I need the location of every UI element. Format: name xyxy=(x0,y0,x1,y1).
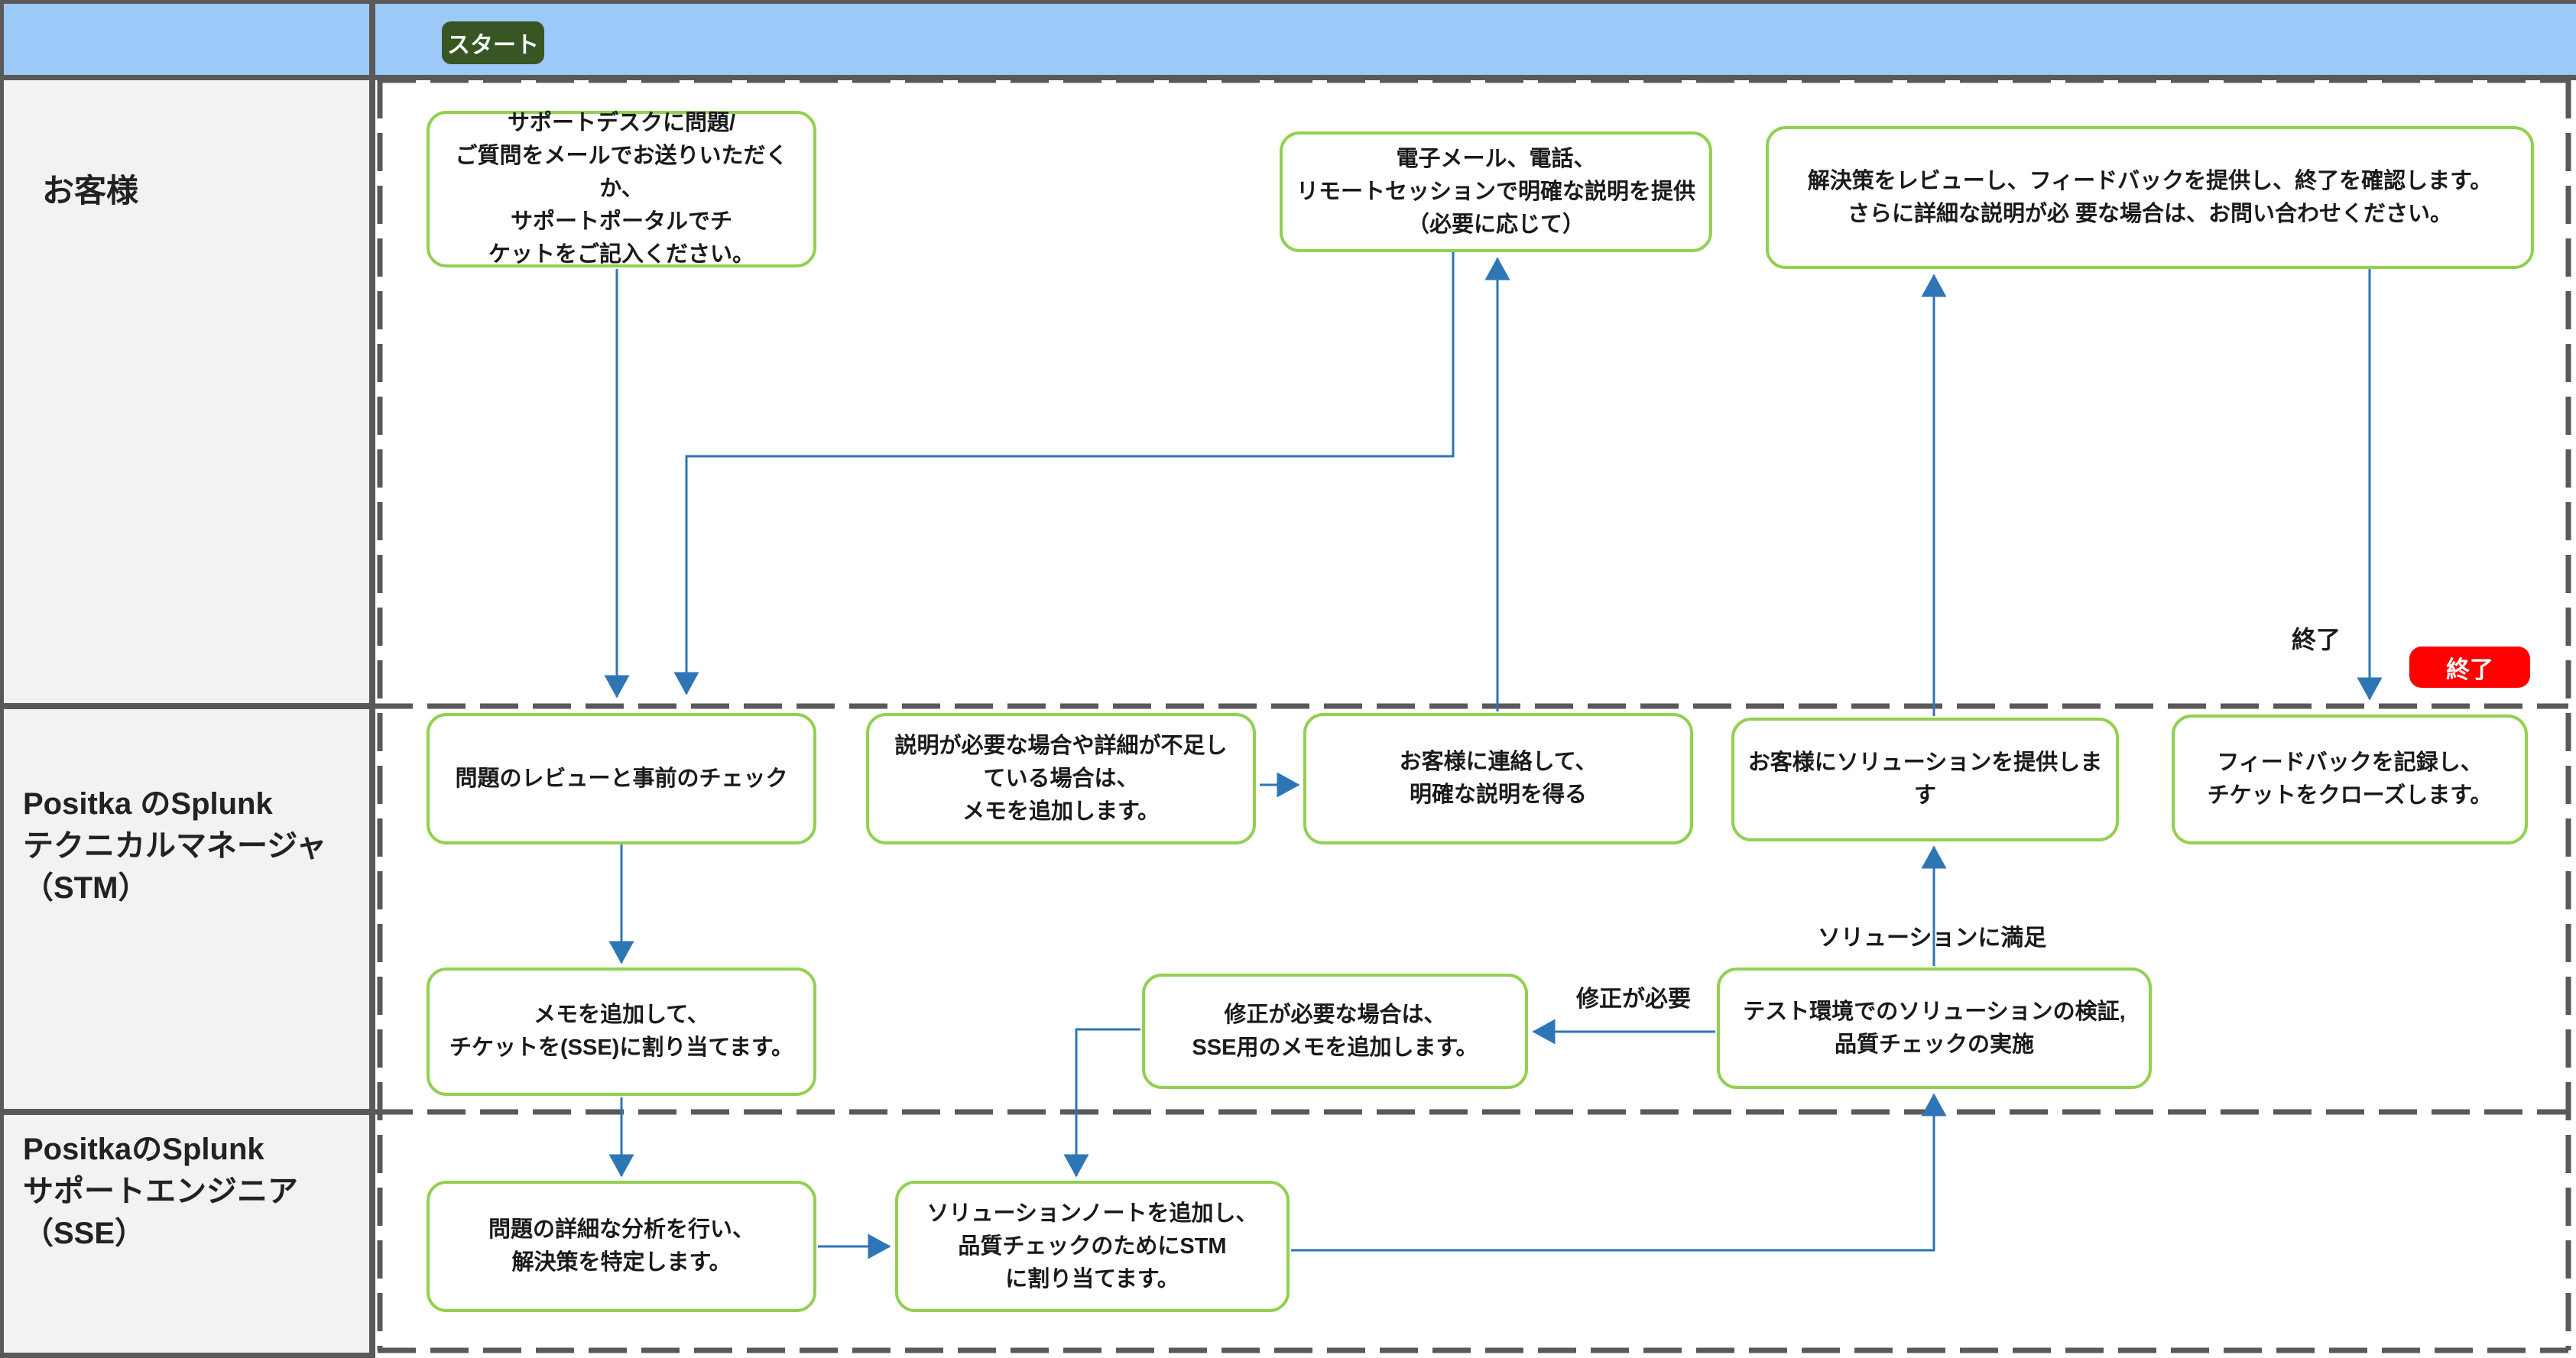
label-column-separator-2 xyxy=(0,1109,375,1115)
node-provide-solution: お客様にソリューションを提供します xyxy=(1731,718,2119,841)
edge-label-solution-satisfied: ソリューションに満足 xyxy=(1818,925,2047,951)
node-fix-notes-for-sse: 修正が必要な場合は、 SSE用のメモを追加します。 xyxy=(1142,974,1528,1089)
label-column-separator-1 xyxy=(0,703,375,709)
lane-cell-customer xyxy=(4,80,369,703)
end-badge: 終了 xyxy=(2409,647,2530,688)
lane-cell-sse xyxy=(4,1115,369,1353)
node-add-notes-if-unclear: 説明が必要な場合や詳細が不足し ている場合は、 メモを追加します。 xyxy=(866,713,1256,844)
header-corner-cell xyxy=(4,4,369,75)
arrow-fixnotes-to-solutionnotes xyxy=(1063,1028,1140,1178)
lane-label-customer: お客様 xyxy=(42,173,139,209)
node-submit-ticket: サポートデスクに問題/ ご質問をメールでお送りいただくか、 サポートポータルでチ… xyxy=(427,111,816,267)
lane-label-stm: Positka のSplunk テクニカルマネージャ （STM） xyxy=(23,787,327,905)
lane-cell-stm xyxy=(4,709,369,1109)
label-column-divider xyxy=(369,0,375,1358)
node-assign-to-sse: メモを追加して、 チケットを(SSE)に割り当てます。 xyxy=(427,967,816,1096)
frame-top-border xyxy=(0,0,2576,4)
node-contact-customer: お客様に連絡して、 明確な説明を得る xyxy=(1303,713,1693,844)
node-analyze-issue: 問題の詳細な分析を行い、 解決策を特定します。 xyxy=(427,1181,816,1312)
arrow-clarification-to-review xyxy=(673,252,1455,695)
label-column-bottom-border xyxy=(0,1353,375,1358)
header-row xyxy=(375,4,2576,75)
arrow-solutionnotes-to-validate xyxy=(1291,1093,1947,1252)
lane-label-sse: PositkaのSplunk サポートエンジニア （SSE） xyxy=(23,1133,298,1250)
node-review-issue: 問題のレビューと事前のチェック xyxy=(427,713,816,844)
node-add-solution-notes: ソリューションノートを追加し、 品質チェックのためにSTM に割り当てます。 xyxy=(895,1181,1290,1312)
start-badge: スタート xyxy=(442,21,544,64)
node-review-solution: 解決策をレビューし、フィードバックを提供し、終了を確認します。 さらに詳細な説明… xyxy=(1766,126,2534,269)
node-provide-clarification: 電子メール、電話、 リモートセッションで明確な説明を提供 （必要に応じて） xyxy=(1280,131,1712,252)
edge-label-end: 終了 xyxy=(2292,626,2341,653)
node-record-feedback: フィードバックを記録し、 チケットをクローズします。 xyxy=(2172,715,2528,844)
frame-left-border xyxy=(0,0,4,1358)
node-validate-solution: テスト環境でのソリューションの検証, 品質チェックの実施 xyxy=(1717,967,2152,1089)
edge-label-fix-required: 修正が必要 xyxy=(1576,987,1691,1012)
